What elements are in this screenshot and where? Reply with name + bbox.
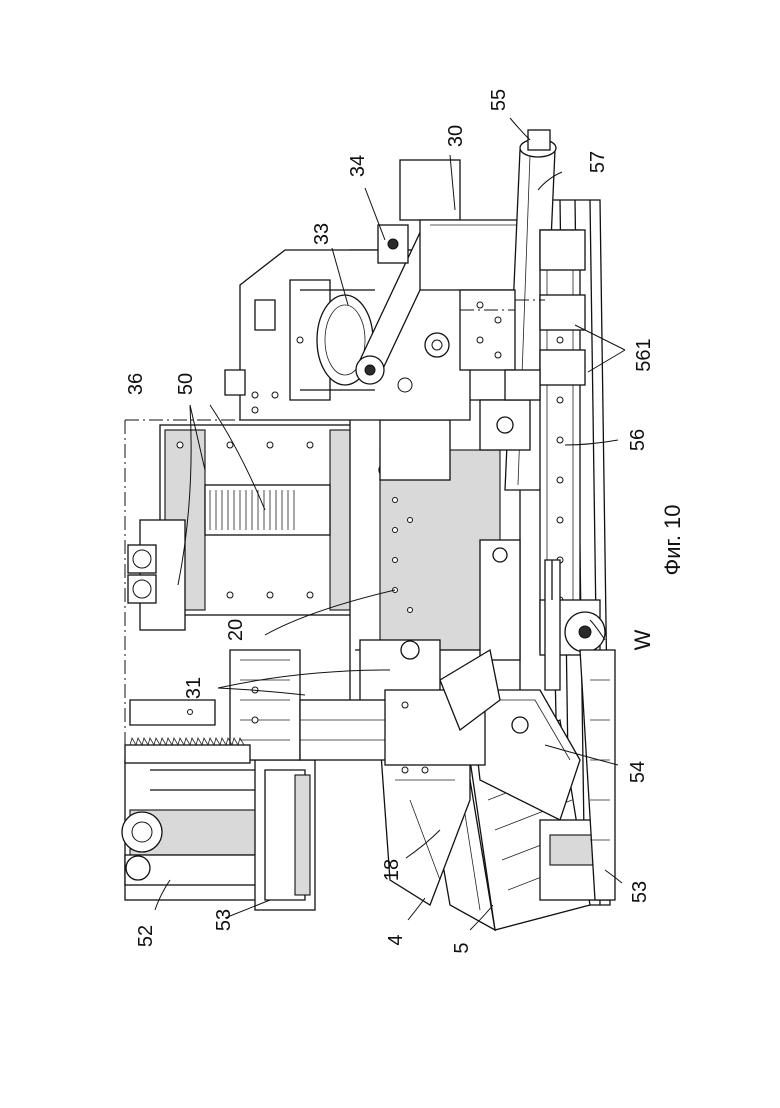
label-52: 52 bbox=[135, 925, 157, 947]
label-50: 50 bbox=[175, 373, 197, 395]
label-55: 55 bbox=[488, 89, 510, 111]
label-4: 4 bbox=[385, 934, 407, 945]
label-33: 33 bbox=[311, 223, 333, 245]
label-36: 36 bbox=[125, 373, 147, 395]
label-30: 30 bbox=[445, 125, 467, 147]
label-5: 5 bbox=[451, 942, 473, 953]
label-57: 57 bbox=[587, 151, 609, 173]
label-53-left: 53 bbox=[213, 909, 235, 931]
label-31: 31 bbox=[183, 677, 205, 699]
label-18: 18 bbox=[381, 859, 403, 881]
label-53-right: 53 bbox=[629, 881, 651, 903]
label-54: 54 bbox=[627, 761, 649, 783]
label-W: W bbox=[630, 629, 655, 650]
label-56: 56 bbox=[627, 429, 649, 451]
figure-caption: Фиг. 10 bbox=[660, 504, 685, 575]
ball-screw-column bbox=[128, 425, 360, 630]
cylinder-assembly bbox=[122, 650, 315, 910]
label-34: 34 bbox=[347, 155, 369, 177]
label-561: 561 bbox=[633, 338, 655, 371]
label-20: 20 bbox=[225, 619, 247, 641]
